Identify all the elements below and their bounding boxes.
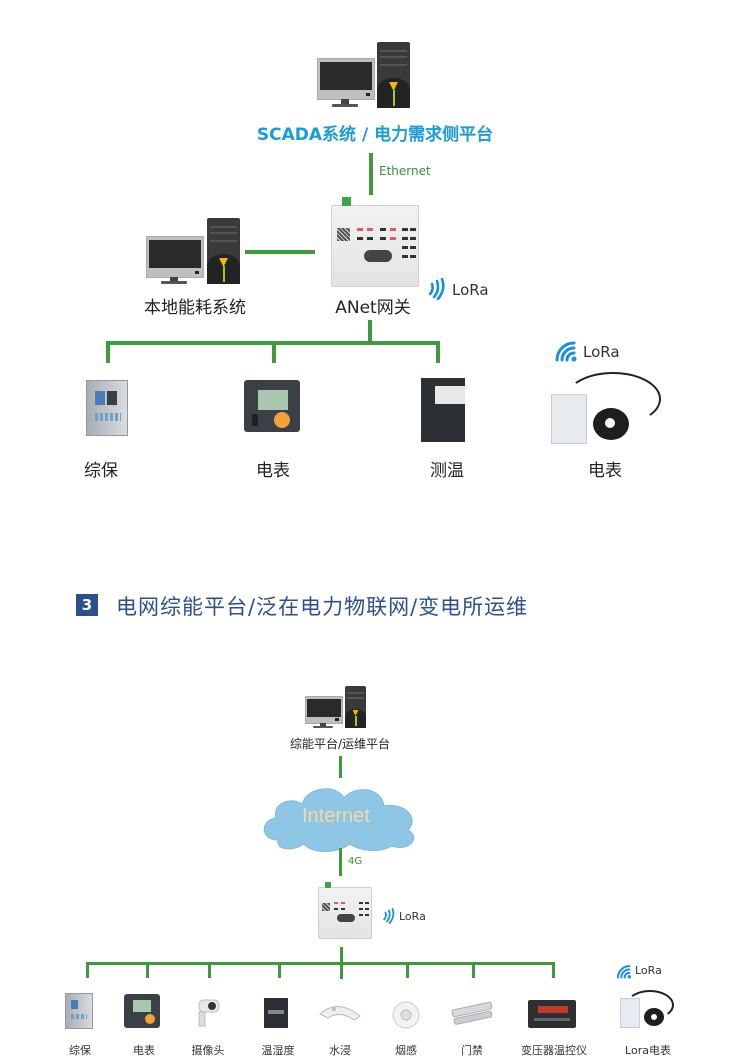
smoke-detector-icon [392, 1001, 420, 1029]
device-label-protection: 综保 [84, 461, 118, 481]
protection-relay-icon [86, 380, 128, 436]
bus-drop [146, 962, 149, 978]
transformer-controller-icon [528, 1000, 576, 1028]
platform-link-line [339, 756, 342, 778]
gateway-lora-label: LoRa [452, 281, 489, 299]
local-link-line [245, 250, 315, 254]
bus-drop-temperature [436, 341, 440, 363]
protection-relay-icon [65, 993, 93, 1029]
bus-drop [86, 962, 89, 978]
device-label: 综保 [69, 1044, 91, 1057]
gateway-icon-small [318, 882, 372, 939]
device-label: 温湿度 [261, 1044, 295, 1057]
lora-wifi-icon-small [617, 965, 631, 979]
bus-drop [208, 962, 211, 978]
anet-gateway-icon [331, 197, 419, 287]
internet-cloud-icon [263, 788, 415, 852]
device-bus-line-2 [86, 962, 554, 965]
device-label: 水浸 [329, 1044, 351, 1057]
gateway-label: ANet网关 [335, 298, 411, 318]
device-label-temperature: 测温 [430, 461, 464, 481]
platform-label: 综能平台/运维平台 [289, 737, 391, 751]
device-label: 摄像头 [191, 1044, 225, 1057]
lora-meter-label: Lora电表 [625, 1044, 671, 1057]
ethernet-label: Ethernet [379, 164, 431, 178]
device-label: 门禁 [461, 1044, 483, 1057]
device-label: 电表 [133, 1044, 155, 1057]
lora-wifi-icon [555, 341, 577, 362]
wireless-meter-label: 电表 [588, 461, 622, 481]
bus-drop-protection [106, 341, 110, 363]
lora-signal-icon [428, 278, 445, 300]
device-label: 变压器温控仪 [521, 1044, 587, 1057]
humidity-sensor-icon [264, 998, 288, 1028]
4g-label: 4G [348, 856, 363, 867]
ethernet-link-line [369, 153, 373, 195]
section-title: 电网综能平台/泛在电力物联网/变电所运维 [116, 595, 529, 619]
water-sensor-icon [319, 1006, 361, 1021]
cloud-label: Internet [302, 805, 370, 827]
lora-meter-icon [545, 372, 665, 444]
section-number-badge: 3 [76, 594, 98, 616]
4g-link-line [339, 848, 342, 876]
device-label: 烟感 [395, 1044, 417, 1057]
device-label-meter: 电表 [256, 461, 290, 481]
lora-signal-icon-small [383, 908, 395, 924]
wireless-meter-lora-label: LoRa [583, 343, 620, 361]
bus-drop [552, 962, 555, 978]
bus-drop [472, 962, 475, 978]
power-meter-icon [244, 380, 300, 432]
bus-drop [406, 962, 409, 978]
lora-meter-icon [618, 990, 674, 1028]
local-system-label: 本地能耗系统 [144, 298, 246, 318]
power-meter-icon [124, 994, 160, 1028]
scada-platform-label: SCADA系统 / 电力需求侧平台 [256, 125, 494, 145]
lora-meter-wireless-label: LoRa [635, 964, 662, 977]
temperature-module-icon [421, 378, 465, 442]
door-sensor-icon [451, 1001, 493, 1025]
gateway-bus-drop [368, 320, 372, 344]
bus-drop [278, 962, 281, 978]
bus-drop-meter [272, 341, 276, 363]
gateway-lora-label-small: LoRa [399, 910, 426, 923]
camera-icon [198, 999, 220, 1027]
